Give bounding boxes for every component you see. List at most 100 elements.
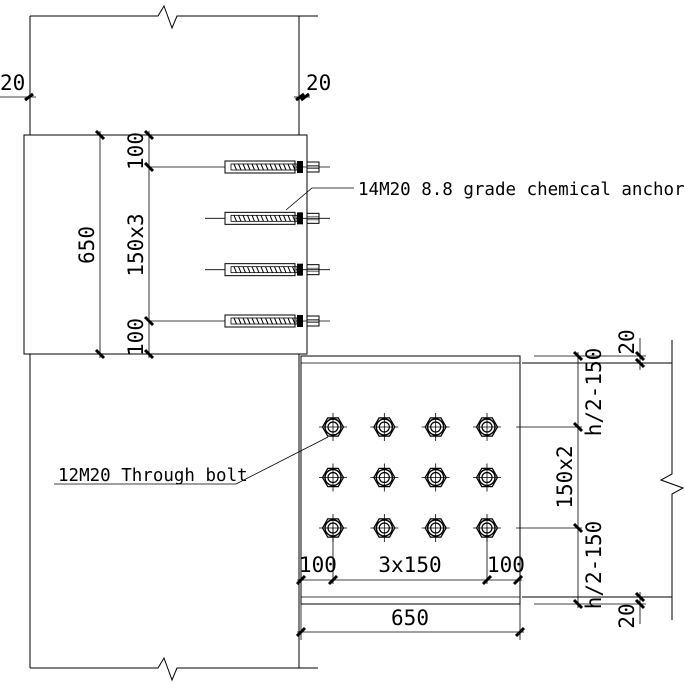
thread-mark [242, 266, 246, 273]
thread-mark [256, 266, 260, 273]
thread-mark [269, 317, 273, 325]
bolt-nut [321, 467, 345, 488]
thread-mark [269, 215, 273, 222]
anchor-bolt [205, 211, 330, 225]
thread-mark [251, 266, 255, 273]
dim-right-bottom-edge: 20 [615, 603, 639, 628]
thread-mark [260, 317, 264, 325]
bolt-washer [324, 418, 342, 436]
bolt-shank [430, 471, 442, 484]
dim-tick [143, 129, 155, 141]
upper-plate-dimensions: 650 100 150x3 100 [75, 129, 205, 360]
bolt-nut [475, 518, 499, 538]
dim-lower-left-margin: 100 [299, 553, 337, 577]
dim-lower-spacing: 3x150 [378, 553, 441, 577]
thread-mark [287, 215, 291, 222]
through-bolt-leader [54, 436, 329, 485]
thread-mark [238, 317, 242, 325]
dim-tick [300, 92, 310, 102]
thread-mark [265, 163, 269, 171]
thread-mark [256, 215, 260, 222]
thread-mark [278, 317, 282, 325]
bolt-washer [375, 519, 394, 537]
thread-mark [242, 163, 246, 171]
thread-mark [269, 163, 273, 171]
bolt-shank [481, 471, 493, 484]
thread-mark [283, 266, 287, 273]
bolt-washer [426, 468, 445, 487]
dim-tick [94, 348, 106, 360]
bolt-nut [321, 417, 345, 437]
thread-mark [278, 266, 282, 273]
thread-mark [265, 215, 269, 222]
dim-top-right-edge: 20 [306, 71, 331, 95]
bolt-nut [475, 417, 499, 437]
thread-mark [238, 266, 242, 273]
thread-mark [233, 215, 237, 222]
thread-mark [274, 215, 278, 222]
dim-tick [24, 92, 34, 102]
thread-mark [287, 266, 291, 273]
dim-right-lower-offset: h/2-150 [582, 521, 606, 610]
thread-mark [233, 266, 237, 273]
dim-tick [572, 421, 584, 433]
dim-upper-top-margin: 100 [124, 132, 148, 170]
bolt-shank [378, 471, 390, 484]
thread-mark [233, 317, 237, 325]
right-dimensions: h/2-150 150x2 h/2-150 20 20 [516, 329, 646, 629]
bolt-shank [430, 522, 442, 534]
dim-upper-spacing: 150x3 [124, 213, 148, 276]
thread-mark [283, 317, 287, 325]
thread-mark [247, 266, 251, 273]
thread-mark [260, 215, 264, 222]
anchor-bolts [205, 160, 330, 328]
anchor-bolt [205, 314, 330, 328]
bolt-shank [378, 421, 390, 433]
thread-mark [292, 163, 296, 171]
thread-mark [287, 317, 291, 325]
thread-mark [287, 163, 291, 171]
bolt-nut [424, 467, 447, 488]
thread-mark [278, 163, 282, 171]
bolt-washer [375, 418, 394, 436]
thread-mark [260, 163, 264, 171]
dim-tick [514, 626, 526, 638]
thread-mark [274, 317, 278, 325]
dim-tick [634, 598, 646, 610]
through-bolt [421, 413, 450, 441]
thread-mark [292, 266, 296, 273]
beam-break-line [659, 340, 685, 620]
dim-right-upper-offset: h/2-150 [582, 348, 606, 437]
thread-mark [265, 317, 269, 325]
bolt-washer [324, 468, 342, 487]
dim-tick [572, 350, 584, 362]
anchor-bolt-leader [285, 187, 354, 211]
bolt-nut [321, 518, 345, 538]
thread-mark [251, 215, 255, 222]
dim-tick [572, 598, 584, 610]
dim-tick [634, 591, 646, 603]
dim-lower-right-margin: 100 [487, 553, 525, 577]
dim-tick [634, 357, 646, 369]
bolt-shank [378, 522, 390, 534]
bolt-nut [373, 467, 396, 488]
through-bolt-label: 12M20 Through bolt [58, 466, 248, 486]
anchor-bolt [205, 160, 330, 174]
beam-outline [522, 340, 685, 620]
bolt-washer [426, 418, 445, 436]
bolt-washer [478, 468, 496, 487]
thread-mark [274, 163, 278, 171]
thread-mark [269, 266, 273, 273]
column-top-break-line [30, 4, 318, 30]
through-bolts [319, 413, 501, 542]
thread-mark [256, 163, 260, 171]
through-bolt [319, 413, 347, 441]
dim-tick [572, 522, 584, 534]
thread-mark [247, 317, 251, 325]
bolt-nut [424, 417, 447, 437]
bolt-shank [327, 471, 339, 484]
through-bolt-callout: 12M20 Through bolt [54, 436, 329, 486]
bolt-nut [373, 417, 396, 437]
thread-mark [278, 215, 282, 222]
